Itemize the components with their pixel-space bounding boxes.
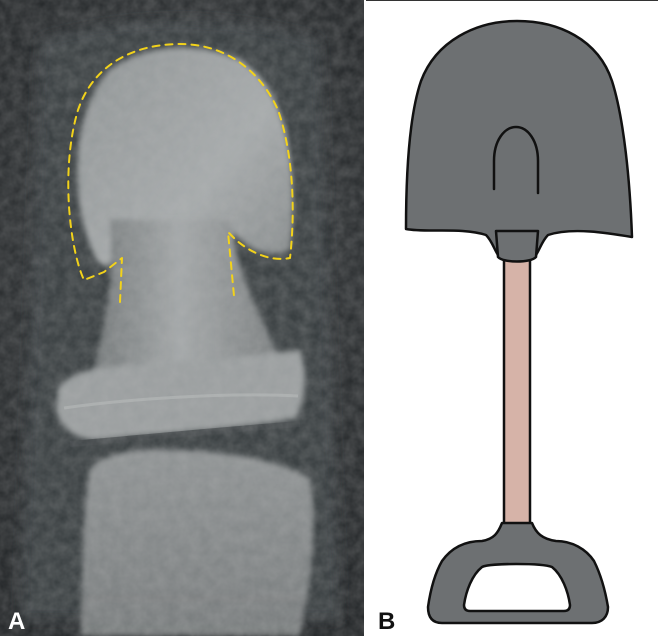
radiograph-image xyxy=(0,0,364,636)
panel-a-radiograph: A xyxy=(0,0,364,636)
grip-hole xyxy=(464,564,570,611)
panel-a-label: A xyxy=(8,610,25,634)
shovel-icon xyxy=(366,1,658,637)
panel-b-illustration: B xyxy=(366,0,658,636)
panel-b-label: B xyxy=(378,610,395,634)
shovel-handle xyxy=(504,253,530,529)
shovel-blade xyxy=(406,21,632,255)
